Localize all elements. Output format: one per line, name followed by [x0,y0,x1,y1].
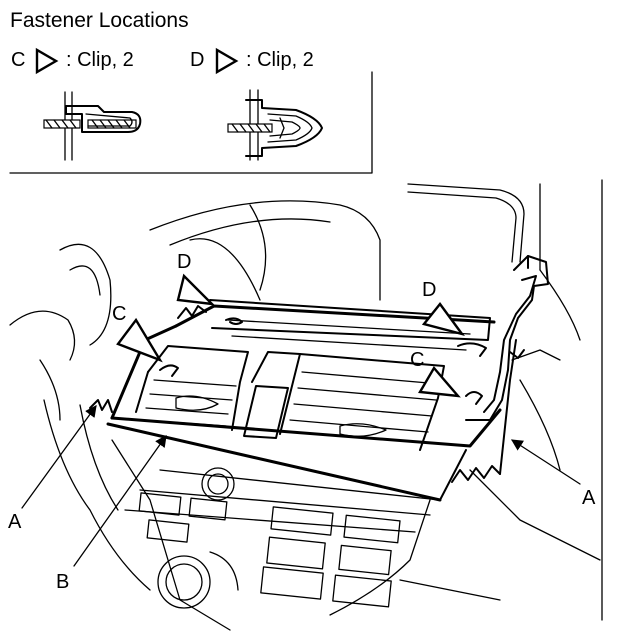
legend-d-text: : Clip, 2 [246,49,314,71]
triangle-pointer-icon [421,302,465,337]
triangle-pointer-icon [116,317,163,363]
legend-c-letter: C [11,49,25,71]
legend-d: D : Clip, 2 [190,47,314,75]
legend-c: C : Clip, 2 [11,47,134,75]
dashboard-background [9,179,603,631]
callout-letter: B [56,571,69,593]
callout-d-upper-left: D [176,251,216,306]
legend-c-text: : Clip, 2 [66,49,134,71]
clip-hook [465,391,483,405]
clip-hook [159,364,179,377]
diagram-title: Fastener Locations [10,9,189,32]
clip-hook [457,342,487,357]
callout-letter: D [422,279,436,301]
callout-letter: A [582,487,596,509]
leader-arrow-a-left [21,405,97,509]
legend-d-letter: D [190,49,204,71]
clip-hook [225,317,243,325]
callout-letter: C [410,349,424,371]
callout-c-right: C [410,349,461,398]
triangle-pointer-icon [215,47,239,75]
clip-c-cross-section [43,91,142,161]
callout-c-left: C [112,303,163,363]
center-vent-panel [89,299,525,502]
clip-d-cross-section [227,89,323,161]
legend-frame [9,71,373,174]
callout-letter: C [112,303,126,325]
callout-letter: D [177,251,191,273]
bracket [465,255,549,421]
triangle-pointer-icon [35,47,59,75]
callout-d-upper-right: D [421,279,465,337]
triangle-pointer-icon [418,365,461,398]
leader-arrow-a-right [511,439,581,485]
triangle-pointer-icon [176,273,216,306]
leader-arrow-b [73,435,167,567]
callout-letter: A [8,511,22,533]
